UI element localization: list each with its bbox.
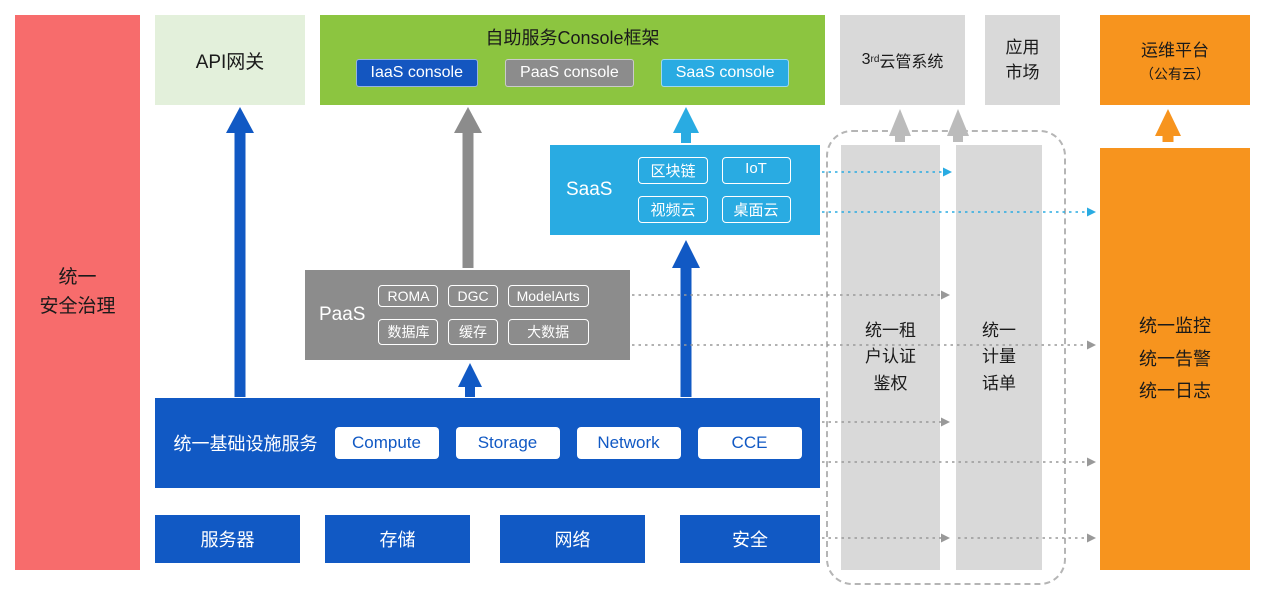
infra-chip-compute: Compute (334, 427, 439, 459)
arrow-infra-to-api-gateway (226, 107, 254, 397)
paas-chip-dgc: DGC (448, 285, 498, 307)
unified-monitoring-bar: 统一监控 统一告警 统一日志 (1100, 148, 1250, 570)
console-frame-title: 自助服务Console框架 (485, 28, 660, 48)
tenant-services-dashed-container (826, 130, 1066, 585)
saas-chip-blockchain: 区块链 (638, 157, 708, 184)
hw-box-storage: 存储 (325, 515, 470, 563)
saas-chip-grid: 区块链 IoT 视频云 桌面云 (638, 157, 791, 223)
paas-label: PaaS (319, 304, 366, 325)
iaas-console-chip: IaaS console (355, 59, 479, 87)
saas-chip-video-cloud: 视频云 (638, 196, 708, 223)
paas-console-chip: PaaS console (505, 59, 634, 87)
om-platform-box: 运维平台 （公有云） (1100, 15, 1250, 105)
paas-chip-bigdata: 大数据 (507, 319, 589, 345)
third-party-label: 云管系统 (879, 54, 944, 71)
arrow-infra-to-paas (458, 363, 482, 397)
paas-chip-cache: 缓存 (448, 319, 498, 345)
hw-box-server: 服务器 (155, 515, 300, 563)
saas-chip-iot: IoT (721, 157, 791, 184)
om-platform-title: 运维平台 (1141, 41, 1209, 60)
unified-infrastructure-box: 统一基础设施服务 Compute Storage Network CCE (155, 398, 820, 488)
paas-box: PaaS ROMA DGC ModelArts 数据库 缓存 大数据 (305, 270, 630, 360)
infra-chip-cce: CCE (697, 427, 802, 459)
hw-box-security: 安全 (680, 515, 820, 563)
paas-chip-modelarts: ModelArts (507, 285, 589, 307)
infra-chip-network: Network (576, 427, 681, 459)
arrow-saas-to-console (673, 107, 699, 143)
infrastructure-label: 统一基础设施服务 (173, 434, 318, 454)
api-gateway-box: API网关 (155, 15, 305, 105)
saas-console-chip: SaaS console (660, 59, 790, 87)
arrow-paas-to-console (454, 107, 482, 268)
self-service-console-frame: 自助服务Console框架 IaaS console PaaS console … (320, 15, 825, 105)
saas-chip-desktop-cloud: 桌面云 (721, 196, 791, 223)
infra-chip-storage: Storage (455, 427, 560, 459)
saas-box: SaaS 区块链 IoT 视频云 桌面云 (550, 145, 820, 235)
arrow-infra-to-saas (672, 240, 700, 397)
paas-chip-grid: ROMA DGC ModelArts 数据库 缓存 大数据 (378, 285, 589, 345)
console-chip-row: IaaS console PaaS console SaaS console (355, 59, 790, 87)
unified-security-governance-bar: 统一 安全治理 (15, 15, 140, 570)
hw-box-network: 网络 (500, 515, 645, 563)
paas-chip-roma: ROMA (378, 285, 439, 307)
paas-chip-database: 数据库 (378, 319, 439, 345)
saas-label: SaaS (566, 179, 613, 200)
unified-metering-bar: 统一 计量 话单 (956, 145, 1042, 570)
unified-tenant-auth-bar: 统一租 户认证 鉴权 (841, 145, 940, 570)
app-market-box: 应用 市场 (985, 15, 1060, 105)
third-party-prefix: 3 (861, 51, 871, 68)
om-platform-subtitle: （公有云） (1140, 66, 1210, 82)
arrow-monitor-to-om-platform (1155, 109, 1181, 142)
